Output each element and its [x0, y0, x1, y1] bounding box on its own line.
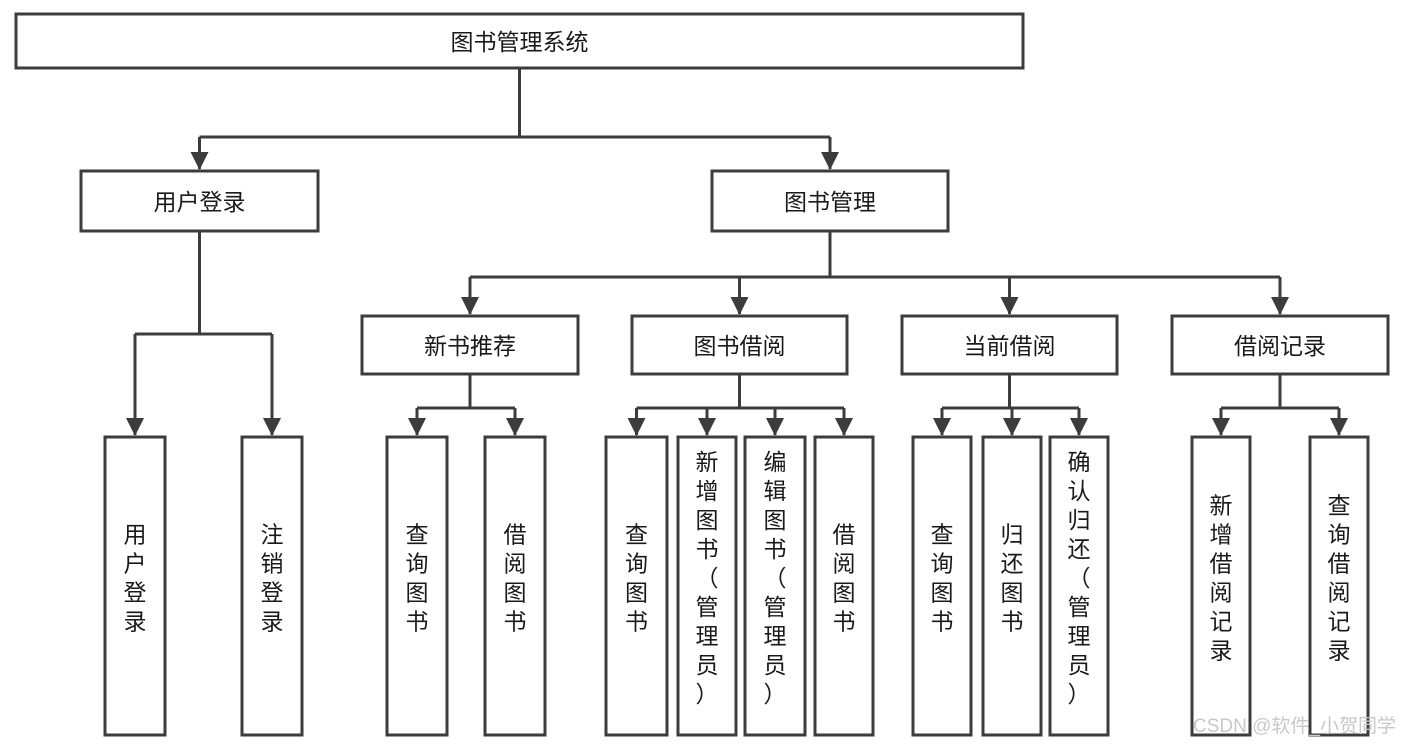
arrow-head-icon	[190, 152, 209, 170]
leaf-node-9[interactable]: 查询图书	[911, 435, 973, 737]
arrow-head-icon	[766, 418, 784, 436]
node-label: 图书管理系统	[451, 29, 589, 55]
node-label: 查询借阅记录	[1328, 493, 1351, 664]
node-box[interactable]	[14, 12, 1025, 70]
leaf-node-7[interactable]: 编辑图书（管理员）	[743, 435, 807, 737]
node-label: 借阅记录	[1234, 333, 1326, 359]
arrow-head-icon	[1271, 297, 1289, 315]
node-box[interactable]	[1190, 435, 1252, 737]
arrow-head-icon	[835, 418, 853, 436]
node-label: 归还图书	[1001, 522, 1024, 635]
level2-node-1[interactable]: 用户登录	[79, 169, 320, 233]
level3-node-1[interactable]: 新书推荐	[360, 314, 580, 376]
root-node-1[interactable]: 图书管理系统	[14, 12, 1025, 70]
node-box[interactable]	[813, 435, 875, 737]
node-box[interactable]	[240, 435, 304, 737]
node-box[interactable]	[604, 435, 669, 737]
node-label: 用户登录	[124, 522, 147, 635]
node-label: 借阅图书	[504, 522, 527, 635]
arrow-head-icon	[1003, 418, 1021, 436]
node-box[interactable]	[981, 435, 1043, 737]
arrow-head-icon	[821, 152, 839, 170]
node-label: 借阅图书	[833, 522, 856, 635]
arrow-head-icon	[506, 418, 524, 436]
arrow-head-icon	[698, 418, 716, 436]
node-label: 新书推荐	[424, 333, 516, 359]
arrow-head-icon	[461, 297, 479, 315]
arrow-head-icon	[730, 297, 749, 315]
node-label: 图书借阅	[694, 333, 786, 359]
arrow-head-icon	[1330, 418, 1348, 436]
leaf-node-11[interactable]: 确认归还（管理员）	[1048, 435, 1110, 737]
node-box[interactable]	[360, 314, 580, 376]
leaf-node-12[interactable]: 新增借阅记录	[1190, 435, 1252, 737]
arrow-head-icon	[1000, 297, 1019, 315]
arrow-head-icon	[627, 418, 646, 436]
node-box[interactable]	[630, 314, 849, 376]
leaf-node-1[interactable]: 用户登录	[103, 435, 167, 737]
csdn-watermark: CSDN @软件_小贺同学	[1193, 715, 1396, 737]
node-label: 新增图书（管理员）	[696, 449, 719, 707]
node-box[interactable]	[743, 435, 807, 737]
leaf-node-13[interactable]: 查询借阅记录	[1308, 435, 1370, 737]
node-box[interactable]	[385, 435, 449, 737]
node-box[interactable]	[79, 169, 320, 233]
level3-node-2[interactable]: 图书借阅	[630, 314, 849, 376]
node-box[interactable]	[900, 314, 1119, 376]
leaf-node-5[interactable]: 查询图书	[604, 435, 669, 737]
level3-node-4[interactable]: 借阅记录	[1170, 314, 1390, 376]
node-label: 注销登录	[261, 522, 284, 635]
arrow-head-icon	[1212, 418, 1230, 436]
arrow-head-icon	[408, 418, 426, 436]
arrow-head-icon	[126, 418, 144, 436]
leaf-node-6[interactable]: 新增图书（管理员）	[676, 435, 738, 737]
leaf-node-4[interactable]: 借阅图书	[483, 435, 547, 737]
node-box[interactable]	[1048, 435, 1110, 737]
leaf-node-2[interactable]: 注销登录	[240, 435, 304, 737]
arrow-head-icon	[933, 418, 951, 436]
node-label: 查询图书	[406, 522, 429, 635]
node-label: 编辑图书（管理员）	[764, 449, 787, 707]
node-label: 新增借阅记录	[1210, 493, 1233, 664]
node-box[interactable]	[710, 169, 950, 233]
leaf-node-8[interactable]: 借阅图书	[813, 435, 875, 737]
node-box[interactable]	[1170, 314, 1390, 376]
arrow-head-icon	[1070, 418, 1088, 436]
level2-node-2[interactable]: 图书管理	[710, 169, 950, 233]
leaf-node-10[interactable]: 归还图书	[981, 435, 1043, 737]
node-box[interactable]	[103, 435, 167, 737]
node-label: 用户登录	[154, 189, 246, 215]
node-label: 确认归还（管理员）	[1068, 449, 1091, 707]
leaf-node-3[interactable]: 查询图书	[385, 435, 449, 737]
node-layer: 图书管理系统用户登录图书管理新书推荐图书借阅当前借阅借阅记录用户登录注销登录查询…	[14, 12, 1390, 737]
node-box[interactable]	[1308, 435, 1370, 737]
connector-layer	[126, 68, 1348, 436]
node-box[interactable]	[483, 435, 547, 737]
arrow-head-icon	[263, 418, 281, 436]
node-box[interactable]	[676, 435, 738, 737]
node-label: 图书管理	[784, 189, 876, 215]
node-label: 查询图书	[625, 522, 648, 635]
node-label: 当前借阅	[964, 333, 1056, 359]
node-label: 查询图书	[931, 522, 954, 635]
level3-node-3[interactable]: 当前借阅	[900, 314, 1119, 376]
node-box[interactable]	[911, 435, 973, 737]
